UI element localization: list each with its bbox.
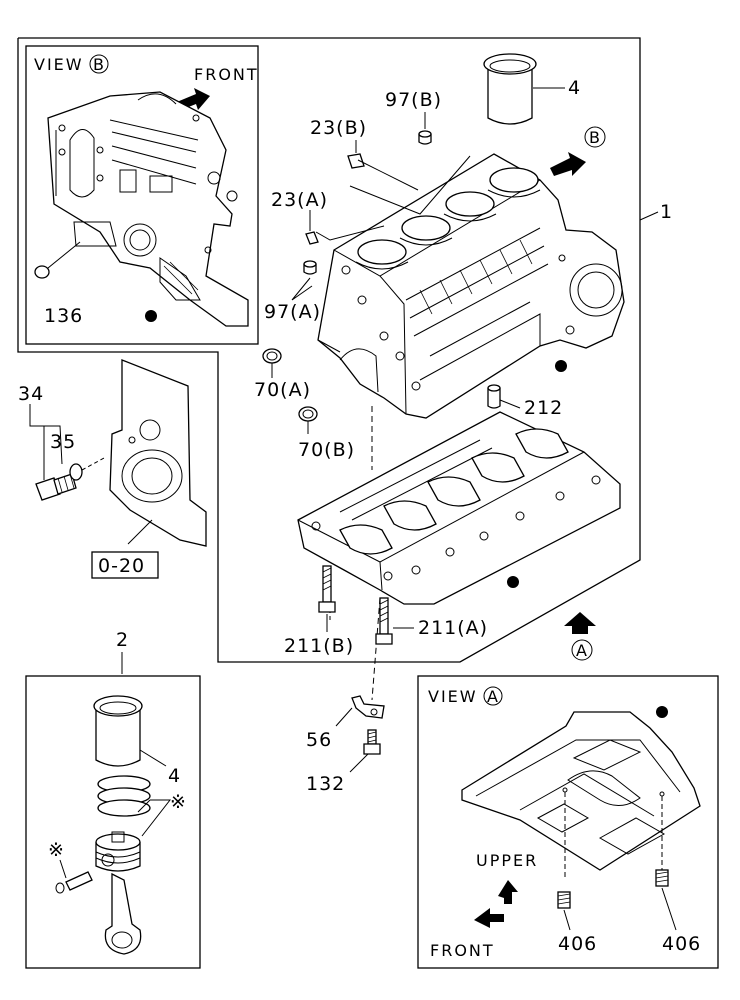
view-a-marker-circle [483,686,503,706]
part-406-right-stud [655,869,669,887]
callout-35: 35 [50,431,76,453]
callout-23b: 23(B) [310,117,367,139]
callout-34: 34 [18,383,44,405]
arrow-b-icon [550,152,586,176]
part-70b-seal [298,406,318,422]
callout-2: 2 [116,629,129,651]
arrow-a-marker: A [576,641,589,660]
pin-asterisk: ※ [48,839,65,861]
callout-132: 132 [306,773,345,795]
part-211b-bolt [318,565,336,613]
callout-70a: 70(A) [254,379,311,401]
callout-4-top: 4 [568,77,581,99]
view-b-title: VIEW [34,55,84,74]
part-212-dowel [487,388,501,409]
part-23b-plug [347,153,365,169]
view-b-marker: B [93,55,106,74]
callout-406-left: 406 [558,933,597,955]
view-a-title: VIEW [428,687,478,706]
arrow-b-marker: B [589,128,602,147]
part-4-liner [483,53,537,125]
callout-136: 136 [44,305,83,327]
view-b-inset: VIEW B FRONT [25,45,259,345]
arrow-a-marker-circle [571,639,593,661]
block-dot [555,360,567,372]
main-assembly-border [17,37,641,663]
view-b-frame [25,45,259,345]
part-211a-bolt [375,597,393,645]
callout-56: 56 [306,729,332,751]
part-23a-plug [305,231,319,245]
view-a-upper-arrow [498,880,518,904]
callout-97b: 97(B) [385,89,442,111]
arrow-a-icon [564,612,596,634]
rear-plate-ref-drawing [109,359,207,547]
rear-plate-drawing [47,91,249,327]
callout-211b: 211(B) [284,635,354,657]
callout-406-right: 406 [662,933,701,955]
ref-box-label: 0-20 [98,555,145,577]
view-a-front-arrow [474,908,504,928]
callout-23a: 23(A) [271,189,328,211]
ref-box [91,551,159,579]
arrow-b-marker-circle [584,126,606,148]
callout-211a: 211(A) [418,617,488,639]
part-56-bracket [351,695,385,719]
crankcase-dot [507,576,519,588]
piston-kit-frame [25,675,201,969]
view-a-dot [656,706,668,718]
callout-1: 1 [660,201,673,223]
part-136-plug [34,265,50,279]
leader-lines-main [315,155,471,701]
part-34-drain-plug [35,473,77,501]
callout-4-kit: 4 [168,765,181,787]
view-a-inset: VIEW A UPPER FRONT 406 [417,675,719,969]
part-70a-seal [262,348,282,364]
part-406-left-stud [557,891,571,909]
piston-kit-drawing [55,695,151,955]
view-a-upper-label: UPPER [476,851,538,870]
part-132-bolt [363,729,381,755]
cylinder-block-drawing [317,153,625,419]
view-b-dot [145,310,157,322]
part-35-gasket [69,463,83,481]
view-a-front-label: FRONT [430,941,495,960]
view-b-front-label: FRONT [194,65,259,84]
oil-pan-drawing [461,711,701,871]
callout-97a: 97(A) [264,301,321,323]
view-a-frame [417,675,719,969]
ring-asterisk: ※ [170,791,187,813]
view-a-marker: A [487,687,500,706]
crankcase-drawing [297,411,621,605]
view-b-marker-circle [89,54,109,74]
callout-70b: 70(B) [298,439,355,461]
callout-212: 212 [524,397,563,419]
